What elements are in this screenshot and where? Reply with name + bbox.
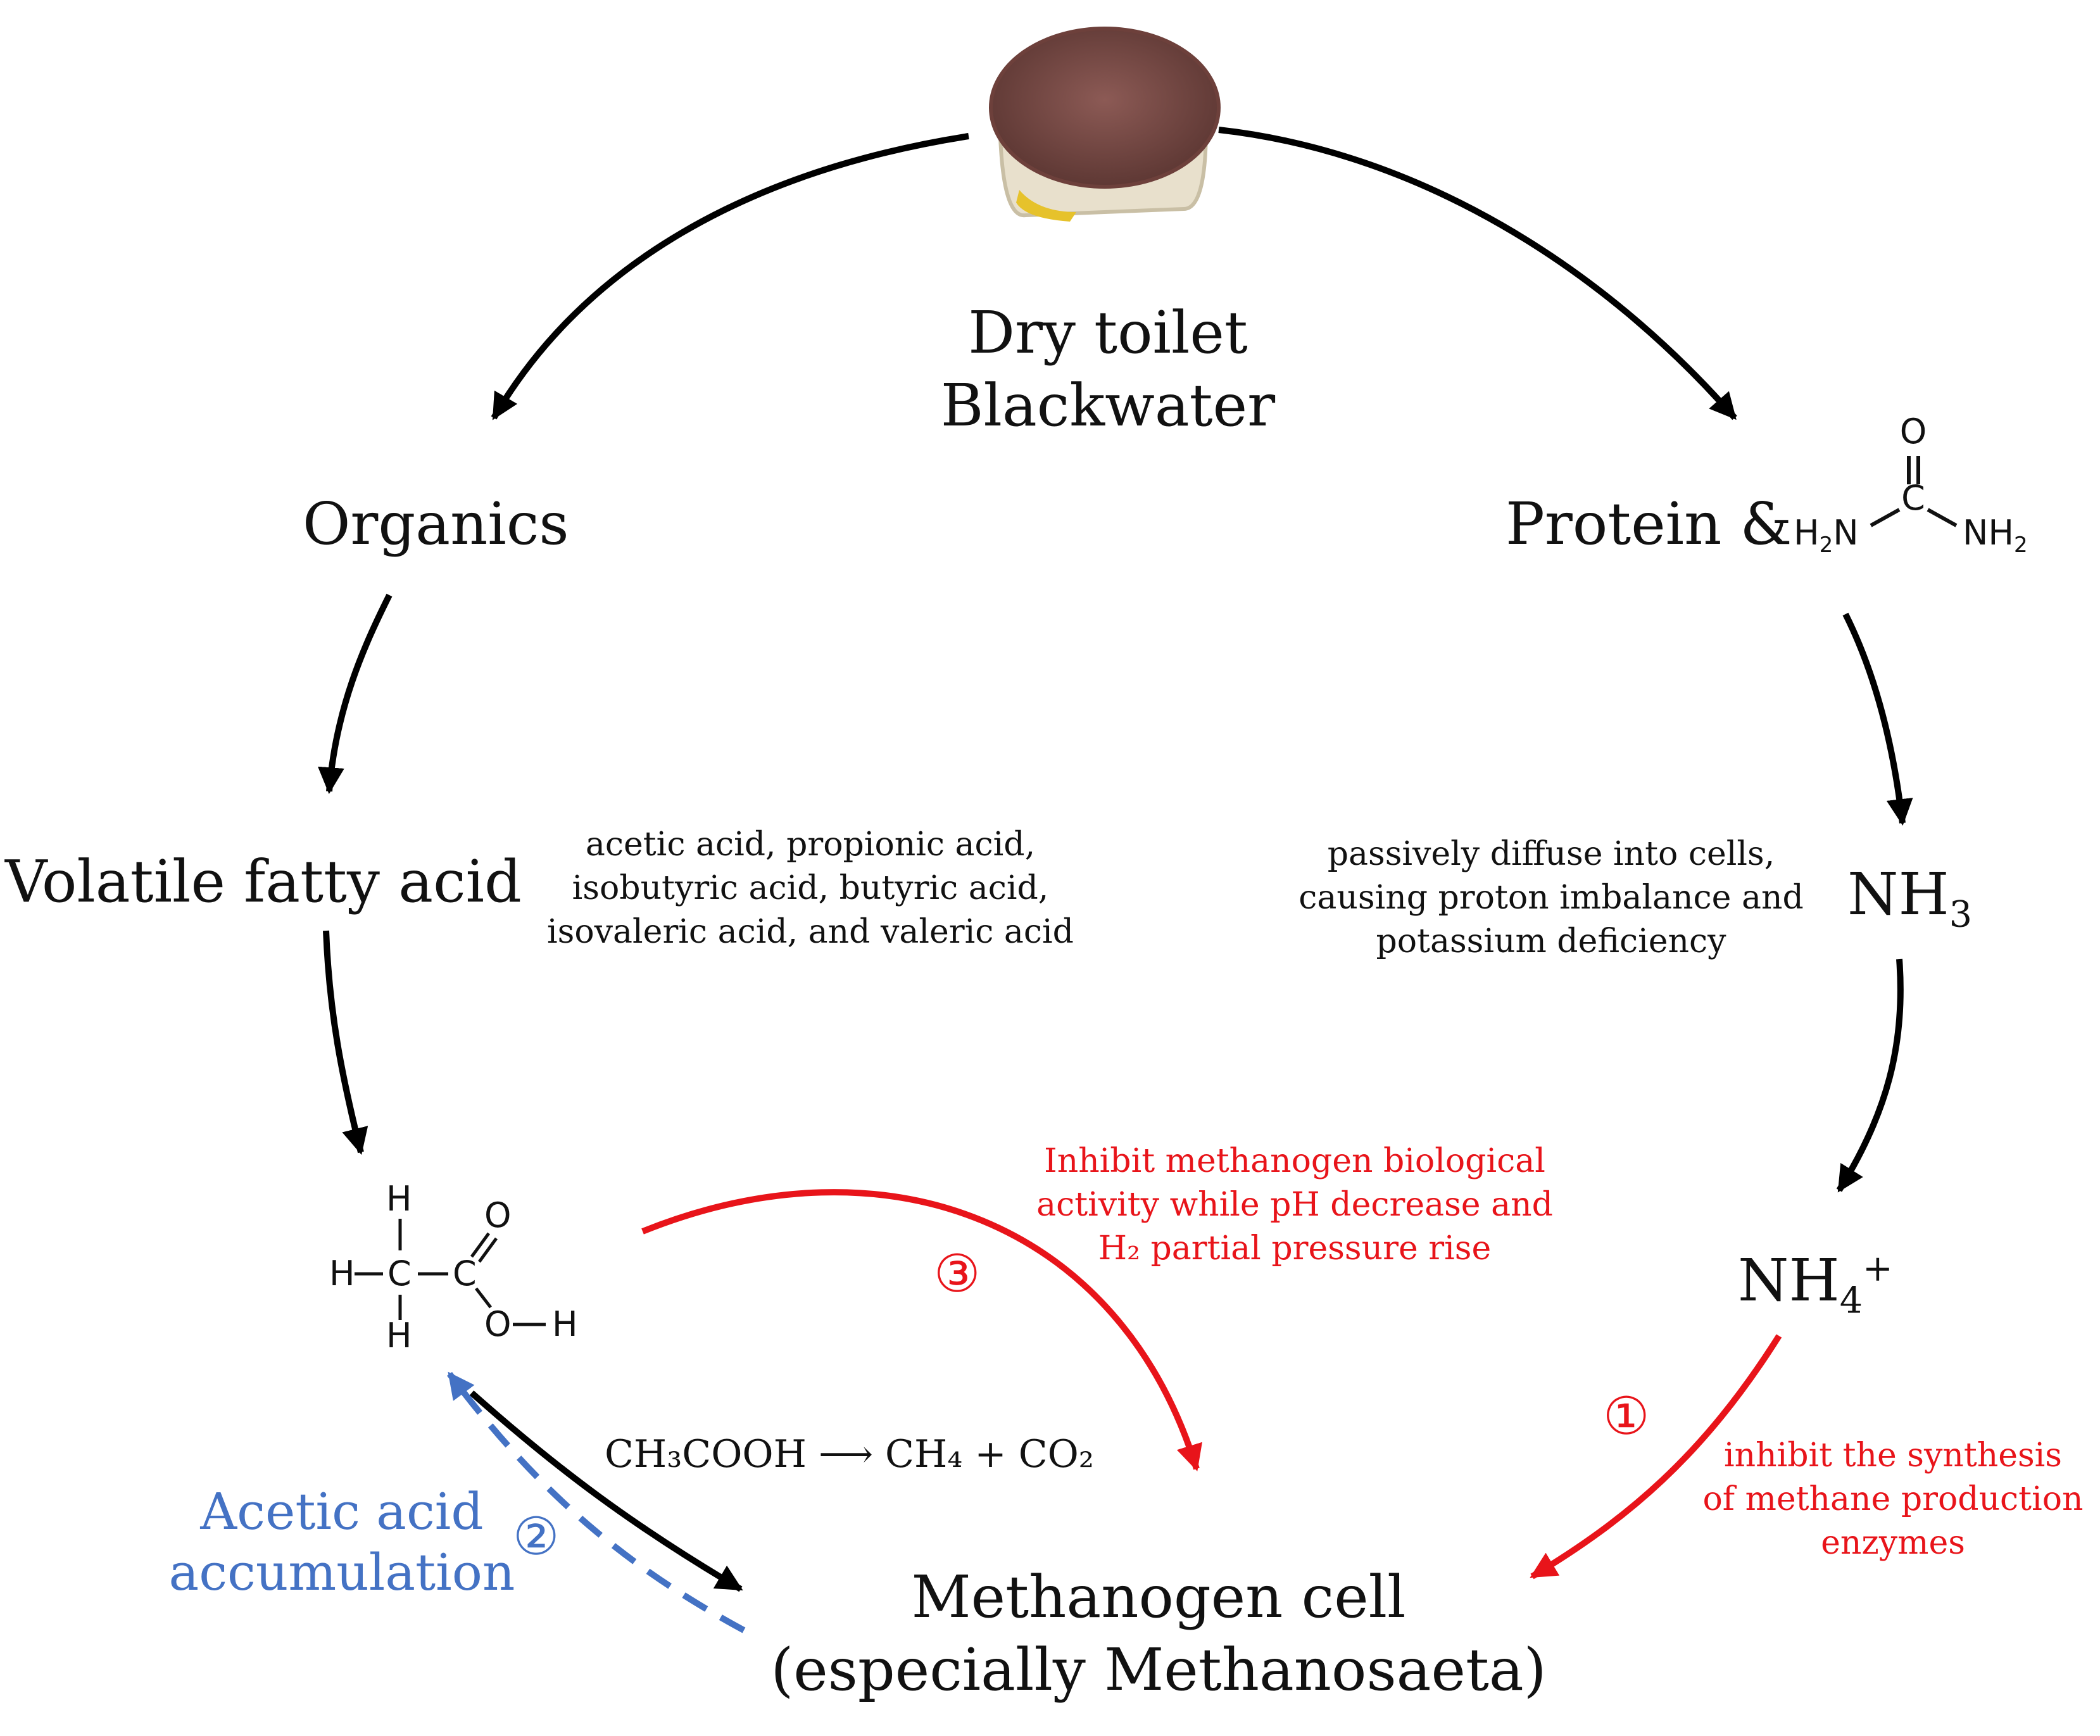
methanogen-block: Methanogen cell (especially Methanosaeta… bbox=[747, 1561, 1570, 1706]
arrow-inhibit-ph bbox=[641, 1189, 1202, 1472]
acetic-h-hydroxyl: H bbox=[552, 1304, 578, 1344]
acetic-o-double: O bbox=[484, 1195, 512, 1235]
nh4-label: NH4+ bbox=[1738, 1247, 1893, 1322]
urea-o-label: O bbox=[1900, 412, 1927, 451]
arrow-organics-to-vfa bbox=[317, 593, 393, 795]
nh3-note: passively diffuse into cells, causing pr… bbox=[1285, 833, 1817, 964]
title-line-1: Dry toilet bbox=[968, 299, 1248, 367]
vfa-list-line: isobutyric acid, butyric acid, bbox=[572, 869, 1049, 908]
inhibit-synthesis-line: enzymes bbox=[1821, 1524, 1965, 1563]
reaction-equation: CH₃COOH ⟶ CH₄ + CO₂ bbox=[605, 1432, 1094, 1476]
arrow-protein-to-nh3 bbox=[1842, 612, 1913, 826]
sample-jar-icon bbox=[989, 27, 1221, 222]
acetic-h-top: H bbox=[386, 1179, 412, 1219]
inhibit-ph-line: activity while pH decrease and bbox=[1036, 1186, 1553, 1224]
methanogen-line-2: (especially Methanosaeta) bbox=[770, 1636, 1547, 1704]
protein-label: Protein & bbox=[1506, 490, 1792, 558]
arrow-acetic-to-methanogen bbox=[469, 1390, 743, 1592]
arrow-nh3-to-nh4 bbox=[1836, 959, 1904, 1193]
arrow-blackwater-to-protein bbox=[1218, 127, 1737, 420]
vfa-list: acetic acid, propionic acid, isobutyric … bbox=[544, 823, 1076, 954]
acetic-c1: C bbox=[387, 1254, 412, 1293]
urea-c-label: C bbox=[1901, 478, 1925, 518]
title-line-2: Blackwater bbox=[940, 372, 1276, 439]
urea-right-label: NH2 bbox=[1963, 513, 2028, 558]
vfa-list-line: isovaleric acid, and valeric acid bbox=[547, 913, 1074, 952]
accumulation-line: Acetic acid bbox=[200, 1482, 484, 1541]
arrow-inhibit-synthesis bbox=[1530, 1334, 1782, 1580]
inhibit-ph-line: H₂ partial pressure rise bbox=[1098, 1230, 1492, 1268]
inhibit-synthesis-line: inhibit the synthesis bbox=[1724, 1437, 2062, 1475]
nh3-note-line: passively diffuse into cells, bbox=[1327, 835, 1775, 873]
urea-left-label: H2N bbox=[1794, 513, 1859, 558]
arrow-vfa-to-acetic bbox=[323, 930, 368, 1155]
accumulation-line: accumulation bbox=[168, 1543, 515, 1602]
vfa-list-line: acetic acid, propionic acid, bbox=[585, 826, 1036, 864]
acetic-c2: C bbox=[453, 1254, 477, 1293]
nh3-note-line: potassium deficiency bbox=[1376, 922, 1726, 961]
methanogen-line-1: Methanogen cell bbox=[911, 1563, 1406, 1631]
inhibit-synthesis-line: of methane production bbox=[1702, 1480, 2084, 1519]
acetic-h-bottom: H bbox=[386, 1316, 412, 1355]
urea-structure: O C H2N NH2 bbox=[1794, 412, 2028, 558]
arrow-acetic-acid-accumulation bbox=[447, 1371, 746, 1633]
arrow-blackwater-to-organics bbox=[491, 133, 969, 420]
marker-two: ② bbox=[513, 1507, 560, 1567]
title-block: Dry toilet Blackwater bbox=[886, 296, 1330, 442]
organics-label: Organics bbox=[303, 490, 569, 558]
accumulation-text: Acetic acid accumulation bbox=[158, 1481, 525, 1603]
acetic-acid-structure: H H H C C O O H bbox=[329, 1179, 578, 1355]
nh3-label: NH3 bbox=[1847, 860, 1973, 936]
inhibit-synthesis-text: inhibit the synthesis of methane product… bbox=[1684, 1434, 2100, 1565]
inhibit-ph-text: Inhibit methanogen biological activity w… bbox=[1019, 1140, 1570, 1271]
nh3-note-line: causing proton imbalance and bbox=[1298, 879, 1804, 917]
acetic-o-single: O bbox=[484, 1304, 512, 1344]
marker-one: ① bbox=[1603, 1387, 1650, 1447]
acetic-h-left: H bbox=[329, 1254, 355, 1293]
inhibit-ph-line: Inhibit methanogen biological bbox=[1044, 1142, 1545, 1180]
marker-three: ③ bbox=[934, 1244, 981, 1304]
vfa-label: Volatile fatty acid bbox=[5, 848, 522, 915]
